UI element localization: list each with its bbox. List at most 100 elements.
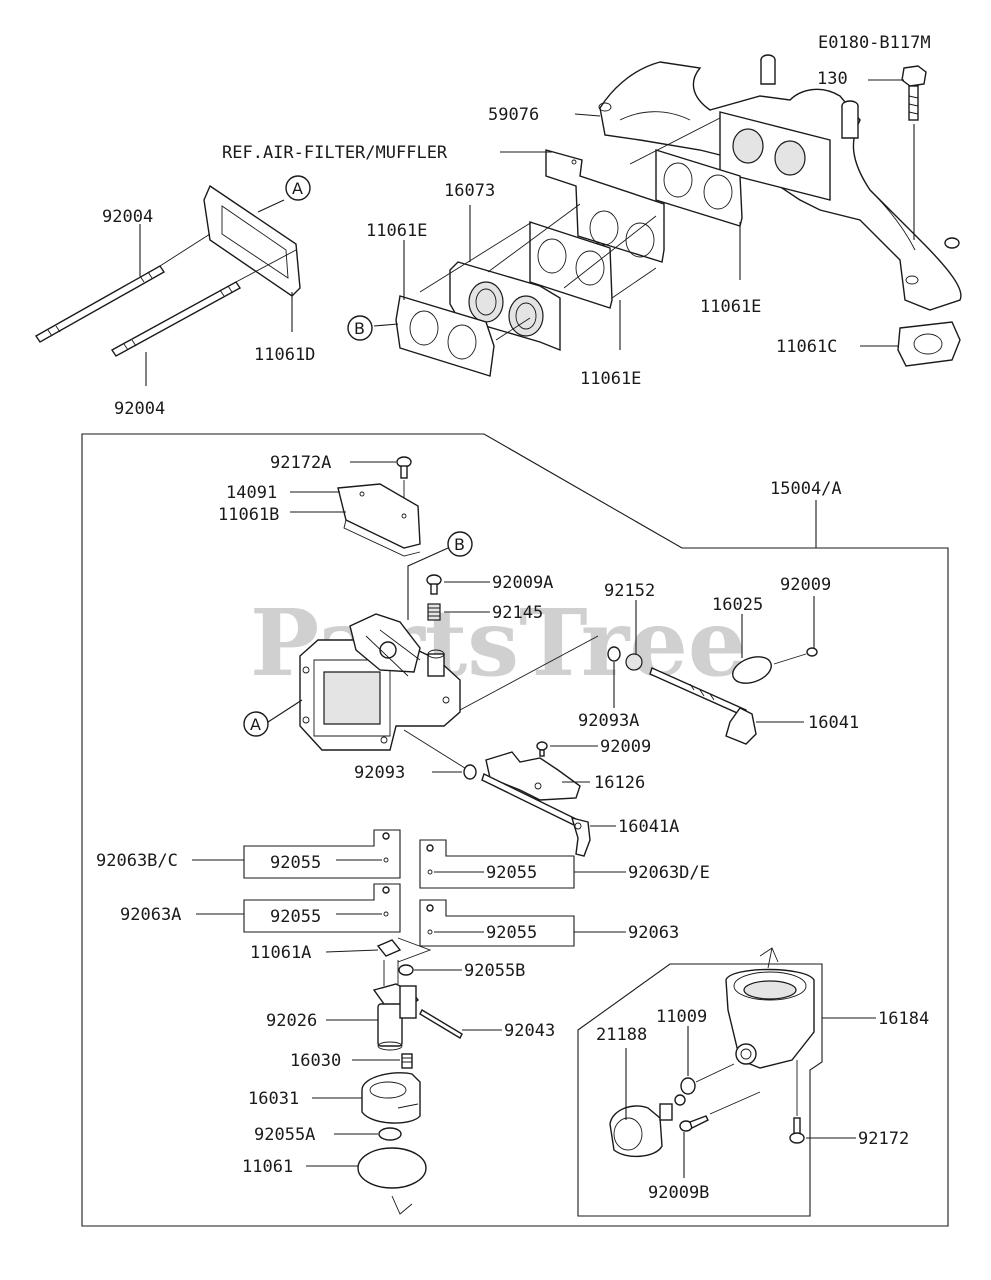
label-16030: 16030 xyxy=(290,1051,341,1071)
label-92172: 92172 xyxy=(858,1129,909,1149)
screw-92009b[interactable] xyxy=(679,1115,709,1132)
label-92009-right: 92009 xyxy=(780,575,831,595)
label-130: 130 xyxy=(817,69,848,89)
label-11061e-left: 11061E xyxy=(366,221,427,241)
label-11009: 11009 xyxy=(656,1007,707,1027)
label-92172a: 92172A xyxy=(270,453,331,473)
stud-92004-a[interactable] xyxy=(34,265,166,343)
screw-92009-mid[interactable] xyxy=(536,741,548,757)
label-92063bc: 92063B/C xyxy=(96,851,178,871)
gasket-11061e-right[interactable] xyxy=(655,149,743,227)
subassembly-frame xyxy=(577,963,823,1217)
gasket-11061a[interactable] xyxy=(376,939,402,957)
label-92055-a: 92055 xyxy=(270,853,321,873)
label-92009b: 92009B xyxy=(648,1183,709,1203)
label-92063a: 92063A xyxy=(120,905,181,925)
oring-92055b[interactable] xyxy=(398,964,414,976)
label-16041: 16041 xyxy=(808,713,859,733)
label-11061d: 11061D xyxy=(254,345,315,365)
label-92063: 92063 xyxy=(628,923,679,943)
label-92093: 92093 xyxy=(354,763,405,783)
gasket-11061d[interactable] xyxy=(203,184,301,297)
label-92043: 92043 xyxy=(504,1021,555,1041)
label-16073: 16073 xyxy=(444,181,495,201)
plate-16126[interactable] xyxy=(485,751,581,801)
callout-b-carb: B xyxy=(447,531,473,557)
callout-b-top: B xyxy=(347,315,373,341)
label-11061c: 11061C xyxy=(776,337,837,357)
carburetor-body[interactable] xyxy=(299,613,461,751)
gasket-11061e-left[interactable] xyxy=(395,295,495,377)
jet-box-92063de xyxy=(419,839,626,889)
label-92055-c: 92055 xyxy=(270,907,321,927)
label-92055-d: 92055 xyxy=(486,923,537,943)
jet-box-92063a xyxy=(196,883,401,933)
label-11061e-mid: 11061E xyxy=(580,369,641,389)
label-16031: 16031 xyxy=(248,1089,299,1109)
label-92055a: 92055A xyxy=(254,1125,315,1145)
stud-92004-b[interactable] xyxy=(110,281,242,357)
intake-manifold[interactable] xyxy=(598,54,962,311)
plate-16025[interactable] xyxy=(729,652,775,688)
svg-text:B: B xyxy=(454,535,465,554)
oring-92055a[interactable] xyxy=(378,1127,402,1141)
label-14091: 14091 xyxy=(226,483,277,503)
gasket-11061c[interactable] xyxy=(897,321,961,367)
svg-text:B: B xyxy=(354,319,365,338)
solenoid-21188[interactable] xyxy=(609,1094,686,1157)
label-11061: 11061 xyxy=(242,1157,293,1177)
pin-92043[interactable] xyxy=(419,1009,463,1039)
label-92152: 92152 xyxy=(604,581,655,601)
screw-92172[interactable] xyxy=(789,1117,805,1144)
housing-16184[interactable] xyxy=(725,947,815,1069)
label-21188: 21188 xyxy=(596,1025,647,1045)
seal-11009[interactable] xyxy=(680,1077,696,1095)
assembly-frame xyxy=(81,433,949,1227)
float-92026[interactable] xyxy=(372,960,419,1051)
label-92055b: 92055B xyxy=(464,961,525,981)
callout-a-top: A xyxy=(285,175,311,201)
svg-text:A: A xyxy=(292,179,303,198)
label-16126: 16126 xyxy=(594,773,645,793)
label-92009a: 92009A xyxy=(492,573,553,593)
label-92004-top: 92004 xyxy=(102,207,153,227)
shaft-16041[interactable] xyxy=(649,667,757,745)
screw-92009a[interactable] xyxy=(426,574,442,595)
bushing-92152[interactable] xyxy=(625,653,643,671)
seal-92093[interactable] xyxy=(463,764,477,780)
label-11061a: 11061A xyxy=(250,943,311,963)
jet-box-92063bc xyxy=(192,829,401,879)
callout-a-carb: A xyxy=(243,711,269,737)
label-92093a: 92093A xyxy=(578,711,639,731)
label-16041a: 16041A xyxy=(618,817,679,837)
gasket-11061e-mid[interactable] xyxy=(529,221,613,309)
label-92055-b: 92055 xyxy=(486,863,537,883)
screw-92009-right[interactable] xyxy=(806,647,818,657)
label-92004-bottom: 92004 xyxy=(114,399,165,419)
label-ref-note: REF.AIR-FILTER/MUFFLER xyxy=(222,143,448,163)
screw-92172a[interactable] xyxy=(396,456,412,479)
label-11061e-right: 11061E xyxy=(700,297,761,317)
label-11061b: 11061B xyxy=(218,505,279,525)
label-92009-mid: 92009 xyxy=(600,737,651,757)
svg-text:A: A xyxy=(250,715,261,734)
label-92145: 92145 xyxy=(492,603,543,623)
label-16025: 16025 xyxy=(712,595,763,615)
seal-92093a[interactable] xyxy=(607,646,621,662)
diagram-code: E0180-B117M xyxy=(818,33,931,53)
bowl-16031[interactable] xyxy=(361,1072,421,1124)
insulator-16073[interactable] xyxy=(449,261,561,352)
label-15004a: 15004/A xyxy=(770,479,842,499)
shaft-16041a[interactable] xyxy=(481,773,591,857)
label-59076: 59076 xyxy=(488,105,539,125)
label-16184: 16184 xyxy=(878,1009,929,1029)
ref-plate[interactable] xyxy=(545,149,665,263)
label-92026: 92026 xyxy=(266,1011,317,1031)
label-92063de: 92063D/E xyxy=(628,863,710,883)
cover-14091[interactable] xyxy=(337,483,421,557)
bolt-130[interactable] xyxy=(901,65,927,121)
needle-16030[interactable] xyxy=(401,1053,413,1069)
gasket-11061[interactable] xyxy=(357,1147,427,1189)
spring-92145[interactable] xyxy=(427,603,441,621)
